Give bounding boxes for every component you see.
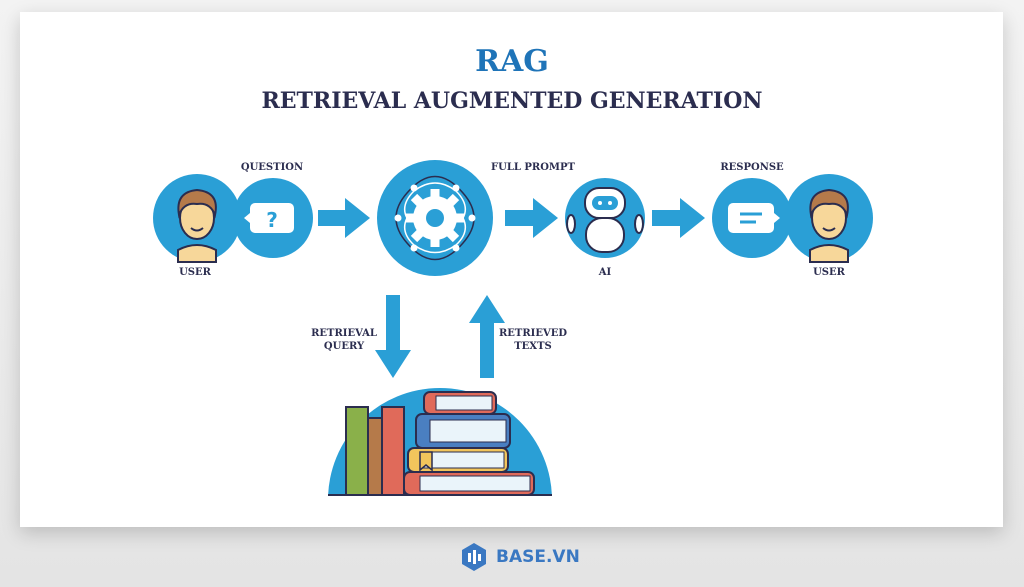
page-title: RAG — [475, 44, 549, 79]
label-retrieved-texts: RETRIEVED TEXTS — [499, 327, 567, 353]
robot-icon — [566, 187, 644, 253]
label-retrieval-query: RETRIEVAL QUERY — [311, 327, 377, 353]
label-full-prompt: FULL PROMPT — [491, 162, 575, 173]
user-avatar-icon — [809, 188, 849, 263]
label-question: QUESTION — [240, 162, 304, 173]
label-line: QUERY — [323, 341, 365, 352]
processing-gear-node — [377, 160, 493, 276]
base-logo-icon — [462, 543, 486, 571]
response-user-node — [712, 174, 873, 263]
label-line: RETRIEVAL — [311, 328, 377, 339]
label-line: RETRIEVED — [498, 328, 568, 339]
page-subtitle: RETRIEVAL AUGMENTED GENERATION — [261, 88, 763, 114]
gear-icon — [406, 189, 464, 247]
svg-text:?: ? — [266, 208, 278, 232]
knowledge-base-books — [328, 388, 552, 496]
arrow-up-icon — [469, 295, 505, 378]
arrow-down-icon — [375, 295, 411, 378]
label-line: TEXTS — [514, 341, 552, 352]
label-user-right: USER — [813, 267, 845, 278]
user-avatar-icon — [177, 188, 217, 263]
question-bubble-icon: ? — [244, 203, 294, 233]
response-bubble-icon — [728, 203, 780, 233]
user-question-node: ? — [153, 174, 313, 263]
label-ai: AI — [598, 267, 612, 278]
label-user-left: USER — [179, 267, 211, 278]
brand-name: BASE.VN — [496, 547, 580, 567]
arrow-right-icon — [652, 198, 705, 238]
arrow-right-icon — [505, 198, 558, 238]
brand-logo: BASE.VN — [460, 542, 580, 572]
arrow-right-icon — [318, 198, 370, 238]
label-response: RESPONSE — [720, 162, 784, 173]
ai-node — [565, 178, 645, 258]
